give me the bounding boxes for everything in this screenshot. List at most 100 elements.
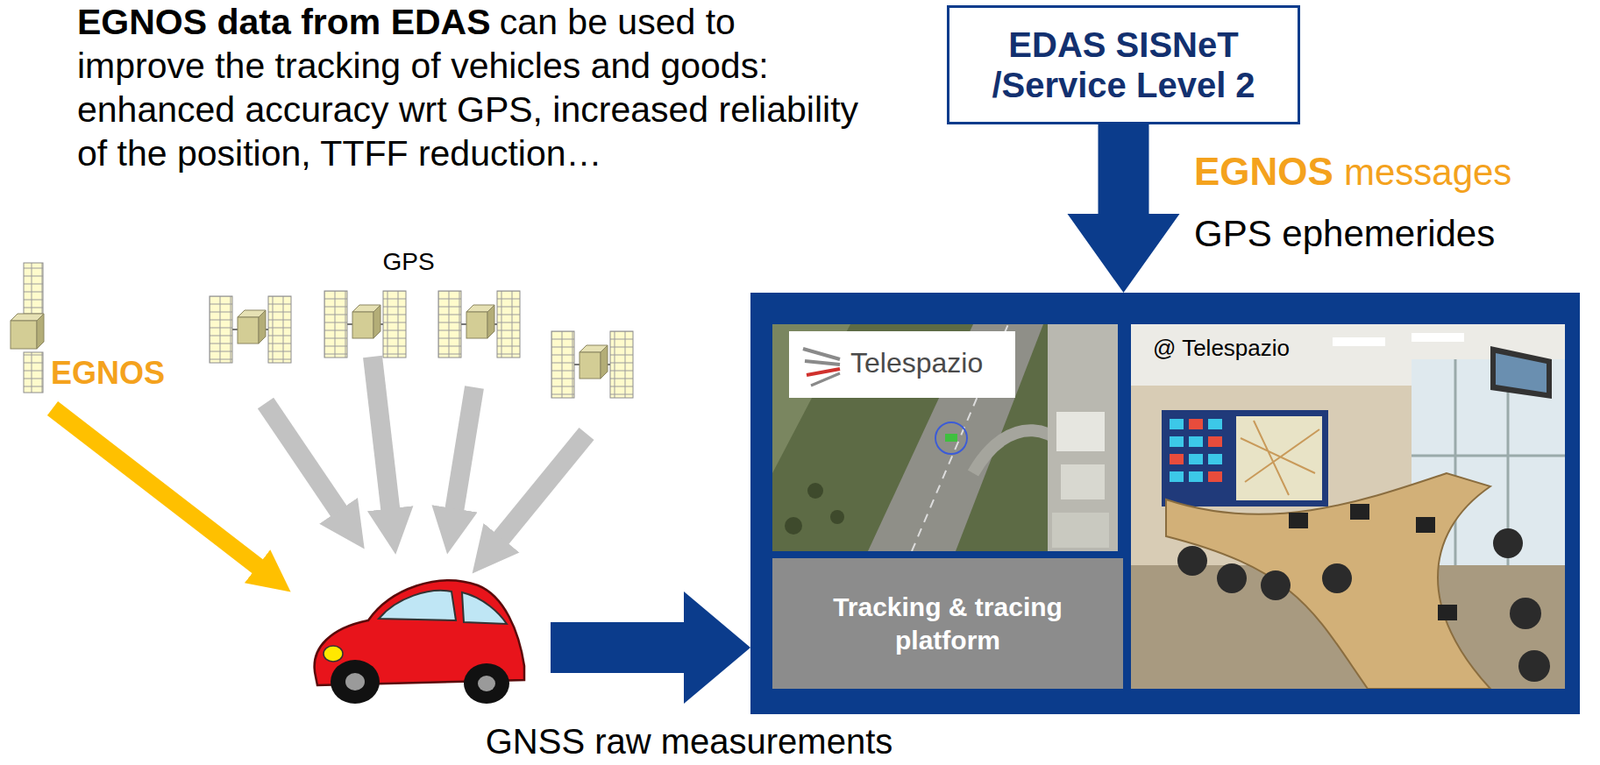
label-text: messages [1344,152,1512,193]
illustration-part [1169,471,1184,483]
data-arrow [550,591,751,704]
illustration-part [10,320,37,349]
node-text: EDAS SISNeT /Service Level 2 [961,24,1286,106]
illustration-part [1188,436,1203,448]
illustration-part [1454,359,1458,570]
label-group: GPS [382,248,434,277]
illustration-part [1350,504,1370,520]
illustration-part [1188,471,1203,483]
text-holder: Tracking & tracing platform [784,590,1111,657]
illustration-part [789,331,1016,399]
illustration-part [330,660,380,704]
illustration-part [372,356,392,523]
illustration-part [477,675,496,692]
illustration-part [1047,324,1118,552]
illustration-part [1177,546,1208,576]
illustration-part [1169,454,1184,465]
illustration-part [1332,337,1386,347]
illustration-part [1060,464,1105,500]
gps-satellites [209,291,633,399]
illustration-part [1169,436,1184,448]
label-group: EGNOS [50,355,165,392]
illustration-part [1130,324,1565,690]
illustration-part [1415,517,1436,534]
label-group: EGNOS data from EDAScan be used to impro… [77,0,871,176]
label-group: GNSS raw measurements [485,722,894,761]
flow-arrow [1067,124,1181,293]
illustration-part [345,673,365,691]
illustration-part [462,592,507,625]
illustration-part [1216,563,1247,594]
text-holder: EDAS SISNeT /Service Level 2 [961,24,1286,106]
label-text: EGNOS [50,355,165,392]
illustration-part [1411,333,1465,342]
label-text: EGNOS data from EDAS [77,1,491,43]
label-text: Telespazio [850,347,983,379]
illustration-part [945,433,958,442]
illustration-part [1288,512,1309,529]
illustration-part [36,313,44,349]
label-text: GPS [382,248,434,276]
label-group: Telespazio [850,348,983,379]
illustration-part [1240,420,1320,496]
illustration-part [1495,353,1547,393]
illustration-part [804,361,840,365]
illustration-part [452,387,475,523]
illustration-part [463,663,510,704]
egnos-satellite [10,263,44,393]
illustration-part [807,483,824,499]
label-group: EGNOSmessages [1194,150,1512,193]
illustration-part [1518,650,1551,683]
illustration-part [1490,346,1552,399]
illustration-part [803,348,840,360]
illustration-part [1188,419,1203,430]
illustration-part [1188,454,1203,465]
label-text: EGNOS [1194,150,1334,193]
illustration-part [935,422,968,455]
car-figure [314,580,525,704]
logo-plate [789,331,1016,399]
illustration-part [772,324,1118,552]
illustration-part [378,590,456,621]
illustration-part [23,263,43,314]
illustration-part [1322,563,1352,594]
illustration-part [1236,416,1323,501]
illustration-part [1509,597,1542,630]
illustration-part [1493,528,1523,559]
illustration-part [784,517,803,535]
aerial-map [772,324,1118,552]
illustration-part [1208,454,1223,465]
illustration-part [492,433,587,549]
node-text: Tracking & tracing platform [784,590,1111,657]
illustration-part [1169,419,1184,430]
illustration-part [830,510,845,525]
platform-box: Tracking & tracing platform [772,558,1124,690]
label-group: GPS ephemerides [1194,213,1495,256]
label-text: GPS ephemerides [1194,213,1495,255]
label-group: @ Telespazio [1152,335,1290,362]
illustration-part [323,646,343,662]
illustration-part [1161,410,1329,507]
illustration-part [1208,419,1223,430]
control-room-photo [1130,324,1565,690]
label-text: @ Telespazio [1152,334,1290,362]
illustration-part [1166,473,1491,690]
illustration-part [1208,436,1223,448]
illustration-part [23,352,43,393]
illustration-part [1260,570,1291,601]
illustration-part [1052,512,1110,548]
illustration-part [1437,604,1458,621]
illustration-part [324,291,406,358]
illustration-part [1208,471,1223,483]
illustration-part [551,331,633,399]
service-box: EDAS SISNeT /Service Level 2 [946,5,1301,125]
illustration-part [438,291,520,358]
illustration-part [265,403,347,523]
illustration-part [810,373,840,386]
label-text: GNSS raw measurements [485,722,894,761]
illustration-part [52,408,268,575]
platform-panel [750,292,1580,715]
illustration-part [1411,455,1565,458]
illustration-part [209,296,292,363]
